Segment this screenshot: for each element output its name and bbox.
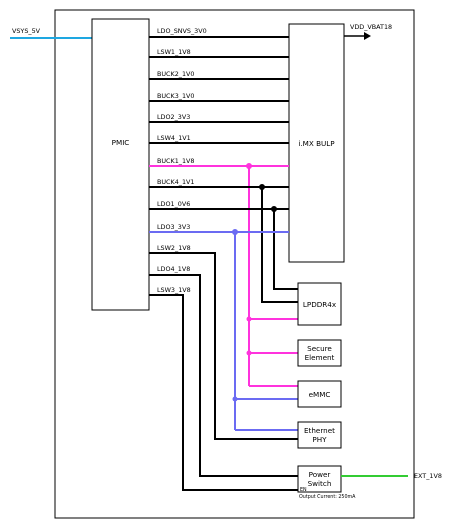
pmic-label: PMIC — [112, 138, 130, 147]
power-switch-block — [297, 465, 342, 493]
buck1-secure-junction-dot — [246, 350, 252, 356]
lsw2-to-ethernet-wire — [149, 252, 298, 440]
rail-label-ldo4: LDO4_1V8 — [157, 265, 190, 273]
rail-label-buck2: BUCK2_1V0 — [157, 70, 194, 78]
ldo3-junction-dot — [232, 229, 238, 235]
rail-label-buck1: BUCK1_1V8 — [157, 157, 194, 165]
buck1-junction-dot — [246, 163, 252, 169]
ldo3-emmc-junction-dot — [232, 396, 238, 402]
rail-label-lsw1: LSW1_1V8 — [157, 48, 191, 56]
buck1-lpddr-junction-dot — [246, 316, 252, 322]
rail-label-lsw4: LSW4_1V1 — [157, 134, 191, 142]
rail-label-buck4: BUCK4_1V1 — [157, 178, 194, 186]
imx-label: i.MX BULP — [298, 139, 335, 148]
rail-label-ldo2: LDO2_3V3 — [157, 113, 190, 121]
vdd-vbat18-arrow-icon — [364, 32, 371, 40]
rail-label-buck3: BUCK3_1V0 — [157, 92, 194, 100]
power-switch-current-label: Output Current: 250mA — [299, 494, 356, 500]
lpddr4x-block — [297, 282, 342, 326]
emmc-label: eMMC — [309, 390, 331, 399]
ldo4-to-switch-wire — [149, 274, 298, 477]
board-outline — [54, 9, 415, 519]
emmc-block — [297, 380, 342, 408]
power-switch-en-label: EN — [300, 487, 307, 493]
lsw3-to-switch-en-wire — [149, 294, 298, 491]
pmic-block — [91, 18, 150, 311]
ext-1v8-label: EXT_1V8 — [414, 472, 442, 480]
ethernet-phy-block — [297, 421, 342, 449]
buck4-junction-dot — [259, 184, 265, 190]
secure-element-block — [297, 339, 342, 367]
rail-label-ldo3: LDO3_3V3 — [157, 223, 190, 231]
ethernet-phy-label-line1: Ethernet — [304, 426, 335, 435]
secure-element-label-line1: Secure — [307, 344, 332, 353]
rail-label-ldo1: LDO1_0V6 — [157, 200, 190, 208]
rail-label-lsw3: LSW3_1V8 — [157, 286, 191, 294]
vdd-vbat18-label: VDD_VBAT18 — [350, 23, 392, 31]
rail-label-lsw2: LSW2_1V8 — [157, 244, 191, 252]
lpddr4x-label: LPDDR4x — [303, 300, 337, 309]
ldo1-junction-dot — [271, 206, 277, 212]
rail-label-ldo-snvs: LDO_SNVS_3V0 — [157, 27, 207, 35]
ldo1-to-lpddr-wire — [273, 209, 298, 290]
buck4-to-lpddr-wire — [261, 187, 298, 303]
power-switch-label-line2: Switch — [308, 479, 332, 488]
vsys-5v-label: VSYS_5V — [12, 27, 41, 35]
ethernet-phy-label-line2: PHY — [312, 435, 327, 444]
power-switch-label-line1: Power — [309, 470, 331, 479]
secure-element-label-line2: Element — [305, 353, 335, 362]
